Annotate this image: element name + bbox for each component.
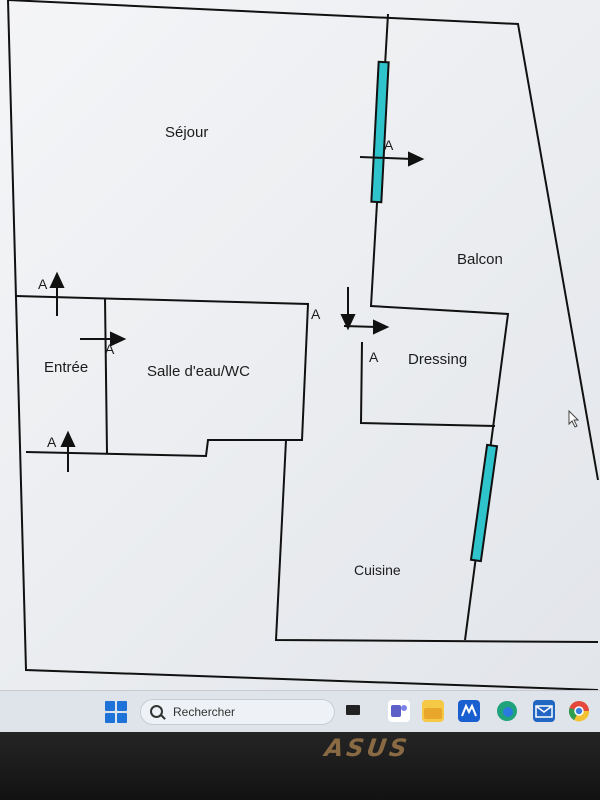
- room-label-salle-eau: Salle d'eau/WC: [147, 363, 250, 380]
- window-cuisine: [469, 443, 499, 563]
- door-marker: A: [105, 341, 115, 357]
- teams-icon[interactable]: [388, 700, 410, 722]
- search-placeholder: Rechercher: [173, 705, 236, 719]
- arrow-up-icon: [60, 430, 76, 447]
- arrow-up-icon: [49, 271, 65, 288]
- arrow-right-icon: [408, 151, 425, 167]
- desktop-icon[interactable]: [346, 705, 360, 715]
- room-label-cuisine: Cuisine: [354, 562, 401, 578]
- floor-plan: [7, 0, 599, 690]
- door-marker: A: [47, 434, 57, 450]
- arrow-right-icon: [373, 319, 390, 335]
- room-label-sejour: Séjour: [165, 124, 209, 141]
- window-sejour: [370, 60, 390, 204]
- outer-wall-top-right: [7, 0, 599, 481]
- email-icon[interactable]: [533, 700, 555, 722]
- room-label-dressing: Dressing: [408, 351, 468, 368]
- door-marker: A: [311, 306, 321, 322]
- room-label-entree: Entrée: [44, 359, 89, 376]
- kitchen-walls: [274, 439, 599, 643]
- laptop-bezel: ASUS: [0, 732, 600, 800]
- chrome-icon[interactable]: [568, 700, 590, 722]
- entree-wall: [104, 297, 108, 454]
- door-marker: A: [369, 349, 379, 365]
- mouse-cursor-icon: [568, 410, 580, 428]
- door-marker: A: [384, 137, 394, 153]
- mail-app-icon[interactable]: [458, 700, 480, 722]
- taskbar: Rechercher: [0, 690, 600, 733]
- arrow-sejour-line: [359, 156, 413, 160]
- dressing-walls: [359, 341, 496, 427]
- windows-start-icon[interactable]: [105, 701, 127, 723]
- arrow-down-icon: [340, 314, 356, 331]
- search-icon: [150, 705, 163, 718]
- search-box[interactable]: Rechercher: [140, 699, 335, 725]
- arrow-right-icon: [110, 331, 127, 347]
- bathroom-walls: [15, 295, 310, 458]
- door-marker: A: [38, 276, 48, 292]
- arrow-dressing-line: [343, 325, 378, 328]
- screen: Séjour Balcon Entrée Salle d'eau/WC Dres…: [0, 0, 600, 690]
- edge-icon[interactable]: [496, 700, 518, 722]
- laptop-brand-logo: ASUS: [323, 734, 412, 762]
- balcony-partition-wall: [369, 13, 510, 641]
- room-label-balcon: Balcon: [457, 251, 503, 268]
- file-explorer-icon[interactable]: [422, 700, 444, 722]
- outer-wall-left-bottom: [7, 0, 599, 690]
